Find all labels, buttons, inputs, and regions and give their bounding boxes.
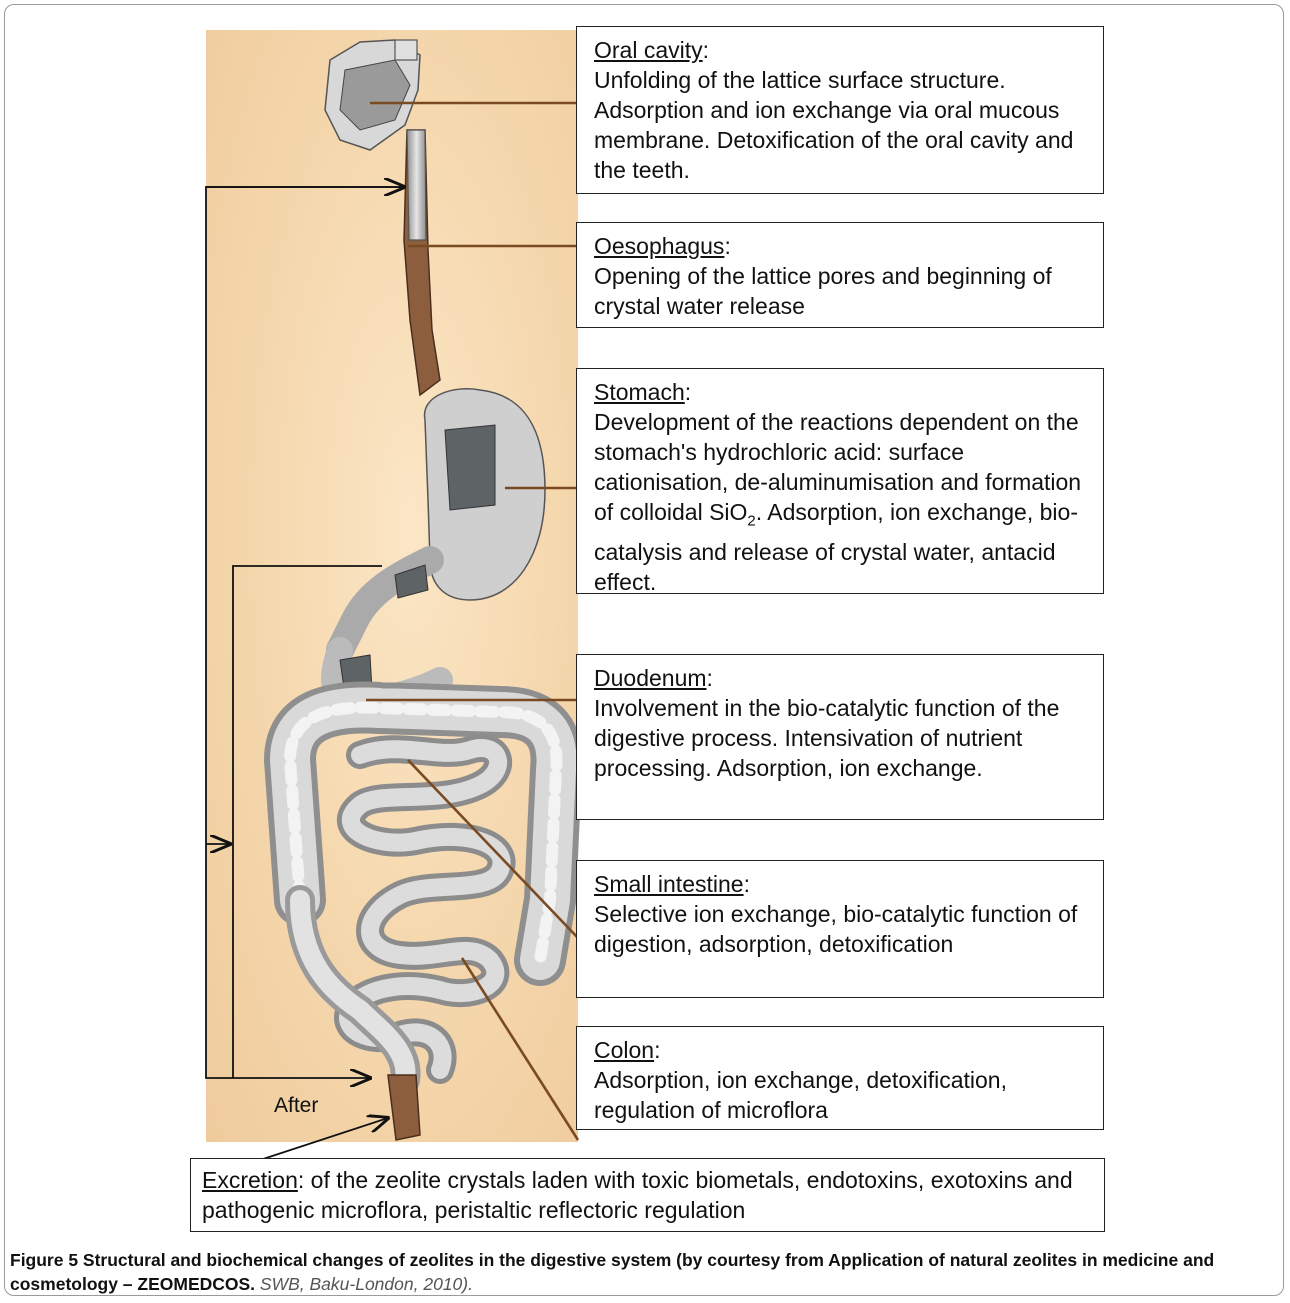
- colon-box: Colon: Adsorption, ion exchange, detoxif…: [576, 1026, 1104, 1130]
- stomach-organ: [340, 389, 545, 650]
- oral-cavity-organ: [325, 40, 420, 150]
- oral-cavity-heading: Oral cavity: [594, 37, 703, 63]
- duodenum-text: Involvement in the bio-catalytic functio…: [594, 693, 1093, 783]
- oral-cavity-text: Unfolding of the lattice surface structu…: [594, 65, 1093, 185]
- small-intestine-heading: Small intestine: [594, 871, 744, 897]
- small-intestine-organ: [300, 748, 502, 1080]
- colon-colon: :: [654, 1037, 660, 1063]
- small-intestine-colon: :: [744, 871, 750, 897]
- duodenum-heading: Duodenum: [594, 665, 707, 691]
- colon-heading: Colon: [594, 1037, 654, 1063]
- stomach-heading: Stomach: [594, 379, 685, 405]
- oral-cavity-colon: :: [703, 37, 709, 63]
- oesophagus-heading: Oesophagus: [594, 233, 724, 259]
- after-label: After: [274, 1094, 318, 1118]
- oesophagus-organ: [404, 130, 440, 395]
- excretion-heading: Excretion: [202, 1167, 298, 1193]
- oesophagus-colon: :: [724, 233, 730, 259]
- oesophagus-text: Opening of the lattice pores and beginni…: [594, 261, 1093, 321]
- rectum-organ: [388, 1075, 420, 1140]
- excretion-box: Excretion: of the zeolite crystals laden…: [190, 1158, 1105, 1232]
- excretion-text: : of the zeolite crystals laden with tox…: [202, 1167, 1073, 1223]
- stomach-text-subscript: 2: [747, 513, 755, 530]
- caption-bold: Figure 5 Structural and biochemical chan…: [10, 1250, 1214, 1294]
- stomach-box: Stomach: Development of the reactions de…: [576, 368, 1104, 594]
- stomach-colon: :: [685, 379, 691, 405]
- oesophagus-box: Oesophagus: Opening of the lattice pores…: [576, 222, 1104, 328]
- stomach-text: Development of the reactions dependent o…: [594, 407, 1093, 597]
- small-intestine-box: Small intestine: Selective ion exchange,…: [576, 860, 1104, 998]
- figure-caption: Figure 5 Structural and biochemical chan…: [10, 1248, 1278, 1296]
- oral-cavity-box: Oral cavity: Unfolding of the lattice su…: [576, 26, 1104, 194]
- leader-colon: [462, 958, 578, 1140]
- colon-text: Adsorption, ion exchange, detoxification…: [594, 1065, 1093, 1125]
- small-intestine-text: Selective ion exchange, bio-catalytic fu…: [594, 899, 1093, 959]
- duodenum-box: Duodenum: Involvement in the bio-catalyt…: [576, 654, 1104, 820]
- duodenum-colon: :: [707, 665, 713, 691]
- caption-italic: SWB, Baku-London, 2010).: [255, 1274, 473, 1294]
